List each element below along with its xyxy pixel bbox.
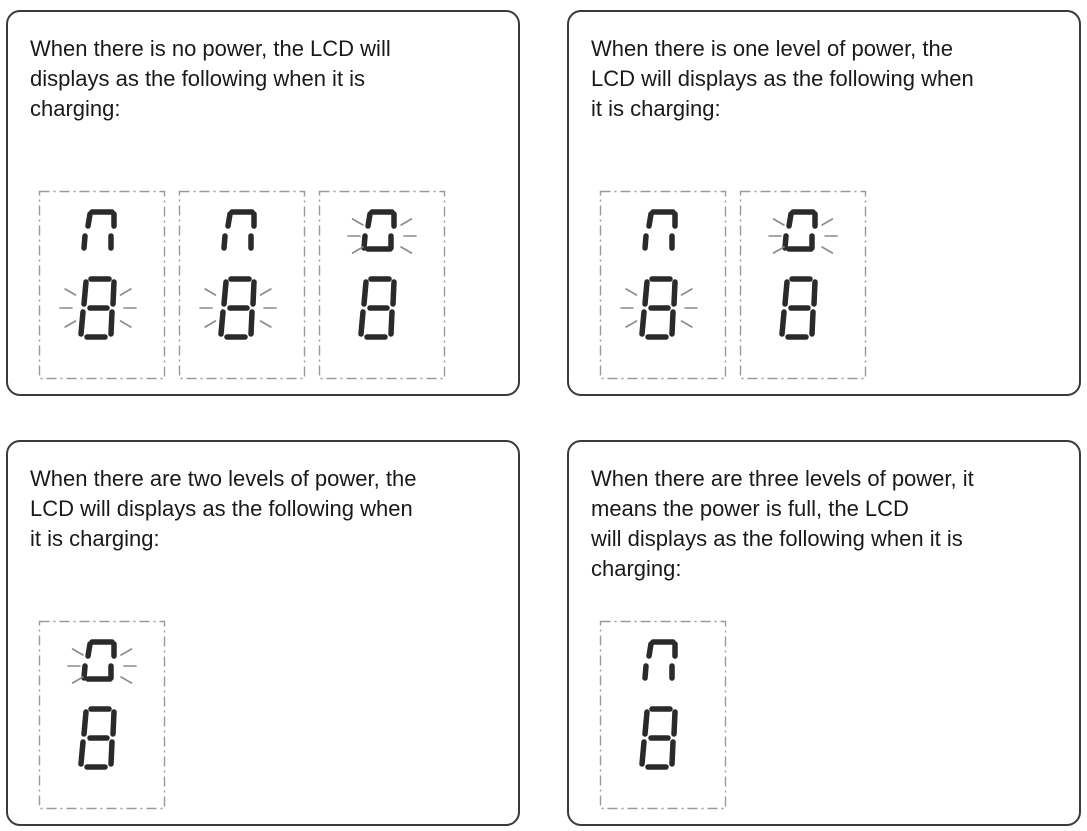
shine-ray	[71, 676, 84, 684]
shine-ray	[400, 218, 413, 226]
lcd-frame-border	[178, 190, 306, 380]
lcd-frame	[38, 620, 166, 810]
panel-description: When there is one level of power, the LC…	[591, 36, 974, 121]
shine-ray	[120, 676, 133, 684]
lcd-segment	[108, 309, 115, 337]
shine-ray	[821, 218, 834, 226]
shine-ray	[259, 320, 272, 328]
lcd-segment	[388, 309, 395, 337]
shine-ray	[64, 320, 77, 328]
lcd-segment	[361, 233, 368, 251]
lcd-frame-border	[739, 190, 867, 380]
lcd-segment	[671, 709, 678, 737]
lcd-frame	[178, 190, 306, 380]
lcd-segment	[786, 211, 794, 229]
lcd-display	[739, 190, 867, 380]
shine-ray	[821, 246, 834, 254]
panel-three-levels: When there are three levels of power, it…	[567, 440, 1081, 826]
lcd-segment	[81, 279, 89, 307]
lcd-segment	[110, 709, 117, 737]
lcd-segment	[218, 309, 226, 337]
lcd-segment	[248, 309, 255, 337]
lcd-segment	[365, 211, 373, 229]
lcd-segment	[221, 233, 228, 251]
shine-ray	[204, 288, 217, 296]
lcd-display	[599, 620, 727, 810]
lcd-segment	[85, 211, 93, 229]
lcd-display	[178, 190, 306, 380]
shine-ray	[204, 320, 217, 328]
lcd-segment	[642, 663, 649, 681]
lcd-segment	[78, 739, 86, 767]
lcd-segment	[81, 233, 88, 251]
lcd-segment	[811, 279, 818, 307]
shine-ray	[351, 218, 364, 226]
lcd-segment	[639, 739, 647, 767]
lcd-segment	[779, 309, 787, 337]
lcd-frame-border	[38, 620, 166, 810]
lcd-segment	[81, 663, 88, 681]
lcd-segment	[85, 641, 93, 659]
shine-ray	[64, 288, 77, 296]
shine-ray	[351, 246, 364, 254]
shine-ray	[119, 320, 132, 328]
lcd-segment	[108, 739, 115, 767]
lcd-frame	[599, 620, 727, 810]
lcd-segment	[646, 641, 654, 659]
lcd-segment	[225, 211, 233, 229]
lcd-segment	[250, 279, 257, 307]
shine-ray	[120, 648, 133, 656]
shine-ray	[680, 288, 693, 296]
lcd-display	[38, 190, 166, 380]
lcd-segment	[671, 279, 678, 307]
lcd-frame-border	[599, 190, 727, 380]
lcd-segment	[669, 309, 676, 337]
lcd-segment	[642, 279, 650, 307]
shine-ray	[680, 320, 693, 328]
lcd-segment	[642, 709, 650, 737]
shine-ray	[772, 218, 785, 226]
lcd-segment	[782, 279, 790, 307]
lcd-display	[599, 190, 727, 380]
lcd-segment	[642, 233, 649, 251]
shine-ray	[625, 320, 638, 328]
lcd-segment	[361, 279, 369, 307]
lcd-display	[318, 190, 446, 380]
panel-description: When there are three levels of power, it…	[591, 466, 974, 581]
panel-description: When there are two levels of power, the …	[30, 466, 417, 551]
shine-ray	[400, 246, 413, 254]
shine-ray	[625, 288, 638, 296]
panel-description: When there is no power, the LCD will dis…	[30, 36, 391, 121]
lcd-segment	[358, 309, 366, 337]
shine-ray	[259, 288, 272, 296]
lcd-segment	[81, 709, 89, 737]
lcd-frame	[318, 190, 446, 380]
shine-ray	[119, 288, 132, 296]
panel-no-power: When there is no power, the LCD will dis…	[6, 10, 520, 396]
lcd-display	[38, 620, 166, 810]
lcd-frame	[599, 190, 727, 380]
lcd-segment	[646, 211, 654, 229]
lcd-segment	[110, 279, 117, 307]
lcd-segment	[78, 309, 86, 337]
lcd-segment	[809, 309, 816, 337]
lcd-segment	[221, 279, 229, 307]
panel-two-levels: When there are two levels of power, the …	[6, 440, 520, 826]
shine-ray	[772, 246, 785, 254]
lcd-segment	[390, 279, 397, 307]
lcd-segment	[669, 739, 676, 767]
lcd-frame-border	[38, 190, 166, 380]
shine-ray	[71, 648, 84, 656]
lcd-segment	[782, 233, 789, 251]
lcd-frame	[739, 190, 867, 380]
lcd-frame-border	[318, 190, 446, 380]
lcd-segment	[639, 309, 647, 337]
panel-one-level: When there is one level of power, the LC…	[567, 10, 1081, 396]
lcd-frame	[38, 190, 166, 380]
lcd-frame-border	[599, 620, 727, 810]
